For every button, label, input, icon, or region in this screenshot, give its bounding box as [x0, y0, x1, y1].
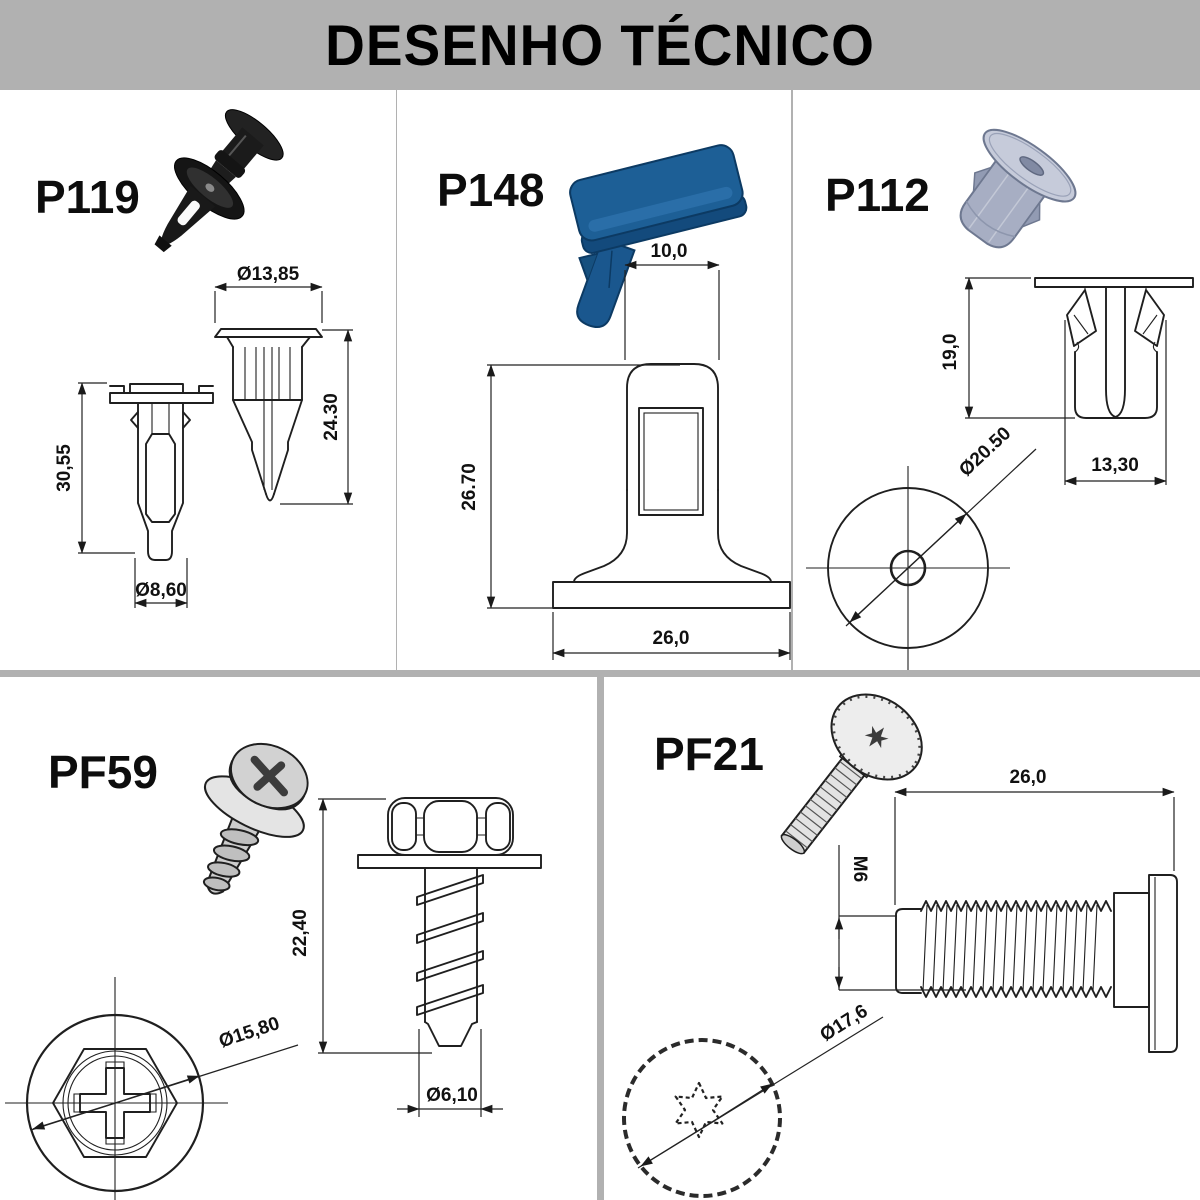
page-title: DESENHO TÉCNICO: [325, 12, 875, 78]
dim-p112-height: 19,0: [940, 334, 961, 371]
part-label-p119: P119: [35, 171, 140, 223]
p148-3d-image: [569, 144, 748, 329]
part-label-p148: P148: [437, 164, 545, 216]
dim-p119-body-length: 30,55: [54, 444, 75, 492]
panel-pf21: PF21: [604, 677, 1200, 1200]
dim-p112-flange-diameter: Ø20.50: [955, 423, 1015, 481]
pf21-3d-image: [780, 693, 923, 855]
divider-horizontal: [0, 670, 1200, 677]
dim-p119-pin-length: 24.30: [321, 393, 342, 441]
dim-pf59-length: 22,40: [290, 909, 311, 957]
p148-front-view: [552, 363, 791, 609]
panel-p148: P148: [397, 90, 791, 670]
dim-pf59-thread-diameter: Ø6,10: [426, 1085, 478, 1106]
dim-p148-height: 26.70: [459, 463, 480, 511]
dim-pf21-head-diameter: Ø17,6: [817, 1001, 872, 1046]
dim-p148-top-width: 10,0: [651, 241, 688, 262]
pf21-top-view: [622, 1016, 884, 1198]
p112-top-view: [806, 448, 1037, 670]
p112-3d-image: [959, 128, 1077, 249]
dim-p112-body-width: 13,30: [1091, 455, 1139, 476]
part-label-pf21: PF21: [654, 728, 764, 780]
header: DESENHO TÉCNICO: [0, 0, 1200, 90]
p112-side-view: [1034, 277, 1194, 419]
dim-pf21-thread-spec: M6: [849, 856, 870, 882]
p119-side-view-body: [109, 383, 214, 561]
p119-3d-image: [154, 109, 284, 253]
divider-vertical-3: [597, 677, 604, 1200]
part-label-p112: P112: [825, 169, 930, 221]
pf59-top-view: [5, 977, 299, 1200]
p119-side-view-head: [214, 328, 323, 502]
p148-drawing: 10,0 26.70 26,0: [459, 144, 791, 660]
panel-pf59: PF59: [0, 677, 597, 1200]
p112-drawing: 19,0 13,30 Ø20.50: [806, 128, 1194, 670]
pf21-side-view: [895, 874, 1178, 1053]
pf59-drawing: 22,40 Ø6,10 Ø15,80: [5, 742, 542, 1200]
dim-pf59-head-diameter: Ø15,80: [216, 1013, 282, 1052]
pf21-drawing: 26,0 M6 Ø17,6: [622, 693, 1178, 1198]
pf59-3d-image: [202, 742, 309, 895]
part-label-pf59: PF59: [48, 746, 158, 798]
panel-p112: P112: [793, 90, 1200, 670]
p119-drawing: Ø13,85 24.30 30,55 Ø8,60: [54, 109, 353, 608]
dim-p148-base-width: 26,0: [653, 628, 690, 649]
dim-pf21-length: 26,0: [1010, 767, 1047, 788]
dim-p119-head-diameter: Ø13,85: [237, 264, 300, 285]
dim-p119-tip-diameter: Ø8,60: [135, 580, 187, 601]
panel-p119: P119: [0, 90, 396, 670]
pf59-front-view: [357, 797, 542, 1047]
